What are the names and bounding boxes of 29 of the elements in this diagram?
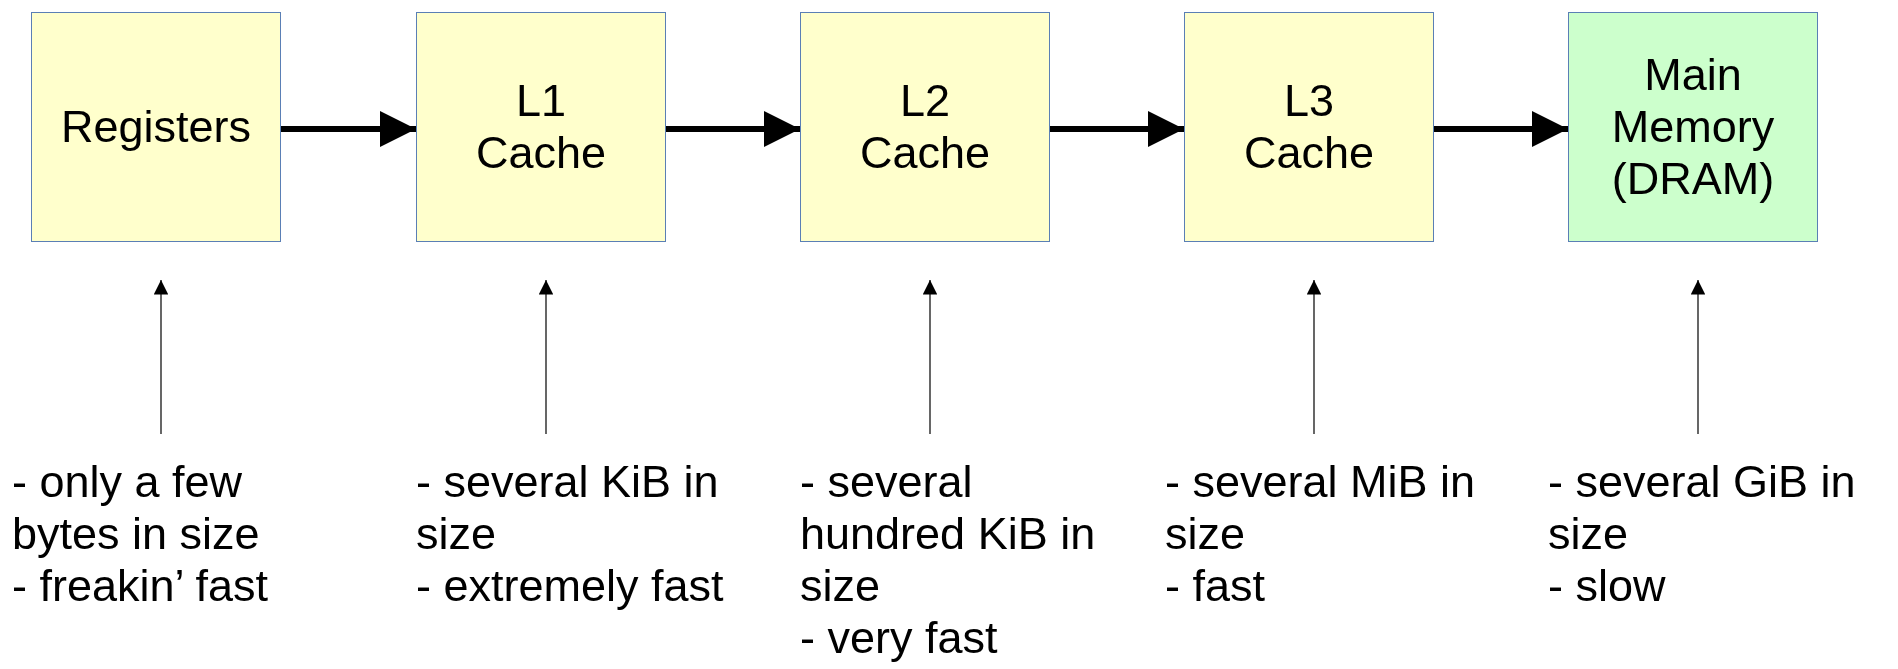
memory-box: [1568, 12, 1818, 242]
leader-arrow: [538, 279, 554, 435]
box-label: Main Memory (DRAM): [1610, 49, 1776, 205]
arrow: [1434, 111, 1568, 147]
box-label: L1 Cache: [474, 75, 608, 179]
box-label: L3 Cache: [1242, 75, 1376, 179]
arrow: [281, 111, 416, 147]
note-text: - fast: [1165, 560, 1267, 612]
arrow: [666, 111, 800, 147]
note-text: - several GiB in size: [1548, 456, 1857, 560]
note-text: - freakin’ fast: [12, 560, 269, 612]
leader-arrow: [1306, 279, 1322, 435]
box-label: Registers: [60, 101, 252, 153]
note-text: - slow: [1548, 560, 1667, 612]
note-text: - several MiB in size: [1165, 456, 1477, 560]
leader-arrow: [153, 279, 169, 435]
cache-level-box: [416, 12, 666, 242]
cache-level-box: [31, 12, 281, 242]
cache-level-box: [800, 12, 1050, 242]
leader-arrow: [922, 279, 938, 435]
box-label: L2 Cache: [858, 75, 992, 179]
note-text: - only a few bytes in size: [12, 456, 261, 560]
leader-arrow: [1690, 279, 1706, 435]
note-text: - very fast: [800, 612, 999, 664]
note-text: - several KiB in size: [416, 456, 720, 560]
cache-level-box: [1184, 12, 1434, 242]
arrow: [1050, 111, 1184, 147]
note-text: - several hundred KiB in size: [800, 456, 1097, 612]
note-text: - extremely fast: [416, 560, 725, 612]
